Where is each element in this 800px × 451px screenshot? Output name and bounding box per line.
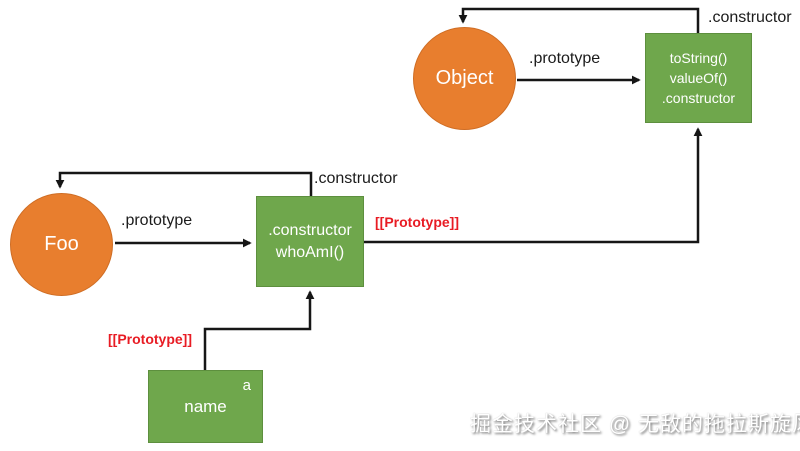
instance-property-label: name [184, 396, 227, 416]
foo-prototype-method-whoami: whoAmI() [275, 243, 345, 261]
arrow-instance-prototype [203, 290, 315, 370]
instance-variable-label: a [242, 377, 251, 394]
watermark-text: 掘金技术社区 @ 无敌的拖拉斯旋风 [470, 413, 800, 436]
object-constructor-node: Object [413, 27, 516, 130]
edge-label-constructor-mid: .constructor [314, 170, 398, 187]
arrow-object-constructor-loop [458, 7, 700, 33]
foo-prototype-node: .constructor whoAmI() [256, 196, 364, 287]
edge-label-internal-prototype-bottom: [[Prototype]] [108, 331, 192, 347]
arrow-foo-constructor-loop [55, 171, 313, 196]
edge-label-prototype-top: .prototype [529, 50, 601, 67]
foo-constructor-node: Foo [10, 193, 113, 296]
object-prototype-method-valueof: valueOf() [669, 70, 728, 86]
foo-prototype-constructor-prop: .constructor [268, 221, 352, 239]
object-prototype-node: toString() valueOf() .constructor [645, 33, 752, 123]
object-prototype-constructor-prop: .constructor [661, 90, 736, 106]
foo-node-label: Foo [44, 233, 79, 255]
arrow-prototype-chain-link [363, 127, 703, 244]
object-prototype-method-tostring: toString() [669, 50, 728, 66]
object-node-label: Object [435, 67, 494, 89]
edge-label-internal-prototype-mid: [[Prototype]] [375, 214, 459, 230]
instance-node: a name [148, 370, 263, 443]
edge-label-prototype-mid: .prototype [121, 212, 193, 229]
edge-label-constructor-top: .constructor [708, 9, 792, 26]
